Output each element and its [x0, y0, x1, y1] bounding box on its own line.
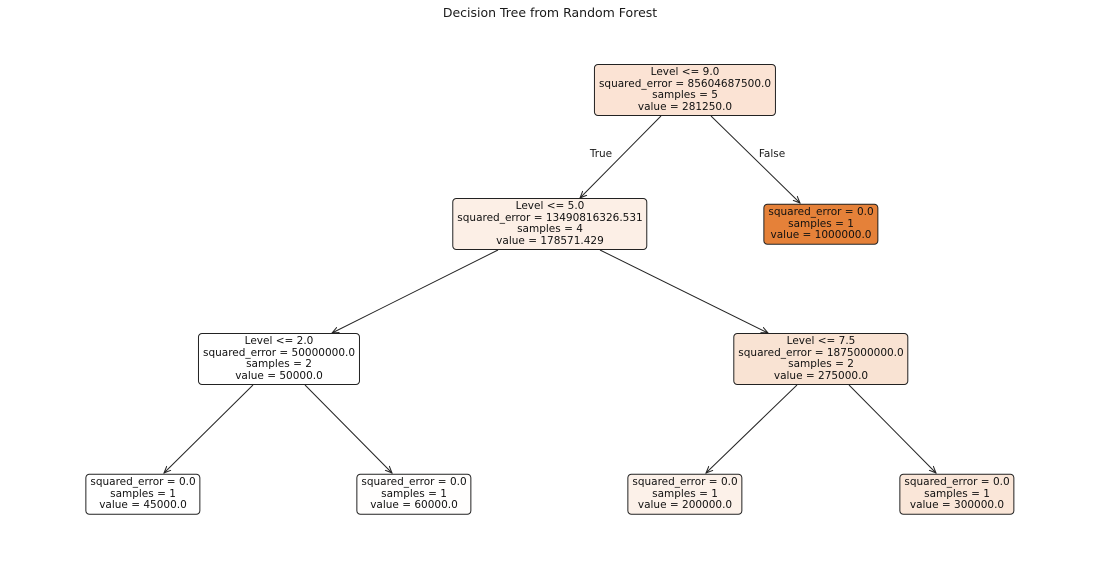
- node-line: squared_error = 0.0: [632, 475, 738, 488]
- tree-leaf-value-1000000: squared_error = 0.0 samples = 1 value = …: [763, 203, 879, 245]
- edge-n1-to-n4: [599, 249, 768, 333]
- edge-n1-to-n3: [332, 249, 499, 333]
- node-line: samples = 1: [652, 487, 718, 500]
- node-line: value = 45000.0: [99, 498, 187, 511]
- node-line: squared_error = 0.0: [904, 475, 1010, 488]
- tree-leaf-value-300000: squared_error = 0.0 samples = 1 value = …: [899, 473, 1015, 515]
- edge-root-to-n2: [710, 115, 800, 203]
- edge-label-true: True: [589, 148, 613, 160]
- node-line: Level <= 2.0: [244, 335, 314, 347]
- node-line: value = 1000000.0: [770, 228, 872, 241]
- tree-leaf-value-60000: squared_error = 0.0 samples = 1 value = …: [356, 473, 472, 515]
- edge-n4-to-n7: [706, 384, 798, 473]
- tree-node-level-le-2: Level <= 2.0 squared_error = 50000000.0 …: [197, 333, 361, 385]
- edge-label-false: False: [758, 148, 786, 160]
- node-line: Level <= 5.0: [515, 200, 585, 212]
- edge-n3-to-n5: [164, 384, 254, 473]
- node-line: samples = 1: [788, 217, 854, 230]
- node-line: squared_error = 1875000000.0: [738, 346, 904, 359]
- figure-title: Decision Tree from Random Forest: [442, 5, 658, 20]
- edge-root-to-n1: [580, 115, 662, 198]
- tree-node-root: Level <= 9.0 squared_error = 85604687500…: [593, 64, 777, 116]
- edge-n3-to-n6: [304, 384, 392, 473]
- tree-node-level-le-5: Level <= 5.0 squared_error = 13490816326…: [452, 198, 648, 250]
- node-line: squared_error = 13490816326.531: [457, 211, 643, 224]
- node-line: squared_error = 50000000.0: [202, 346, 356, 359]
- node-line: squared_error = 0.0: [768, 205, 874, 218]
- node-line: squared_error = 85604687500.0: [598, 77, 772, 90]
- node-line: value = 200000.0: [637, 498, 733, 511]
- node-line: Level <= 7.5: [786, 335, 856, 347]
- tree-leaf-value-45000: squared_error = 0.0 samples = 1 value = …: [85, 473, 201, 515]
- node-line: squared_error = 0.0: [90, 475, 196, 488]
- node-line: value = 50000.0: [235, 369, 323, 382]
- node-line: samples = 2: [788, 358, 854, 370]
- edge-n4-to-n8: [848, 384, 936, 473]
- node-line: samples = 5: [652, 89, 718, 101]
- node-line: samples = 1: [110, 487, 176, 500]
- node-line: squared_error = 0.0: [361, 475, 467, 488]
- tree-leaf-value-200000: squared_error = 0.0 samples = 1 value = …: [627, 473, 743, 515]
- tree-node-level-le-7-5: Level <= 7.5 squared_error = 1875000000.…: [733, 333, 909, 385]
- node-line: value = 178571.429: [496, 234, 604, 247]
- node-line: value = 281250.0: [637, 100, 733, 113]
- node-line: samples = 1: [381, 487, 447, 500]
- node-line: Level <= 9.0: [650, 66, 720, 78]
- node-line: value = 60000.0: [370, 498, 458, 511]
- node-line: value = 275000.0: [773, 369, 869, 382]
- node-line: samples = 1: [924, 487, 990, 500]
- node-line: samples = 2: [246, 358, 312, 370]
- node-line: samples = 4: [517, 223, 583, 235]
- node-line: value = 300000.0: [909, 498, 1005, 511]
